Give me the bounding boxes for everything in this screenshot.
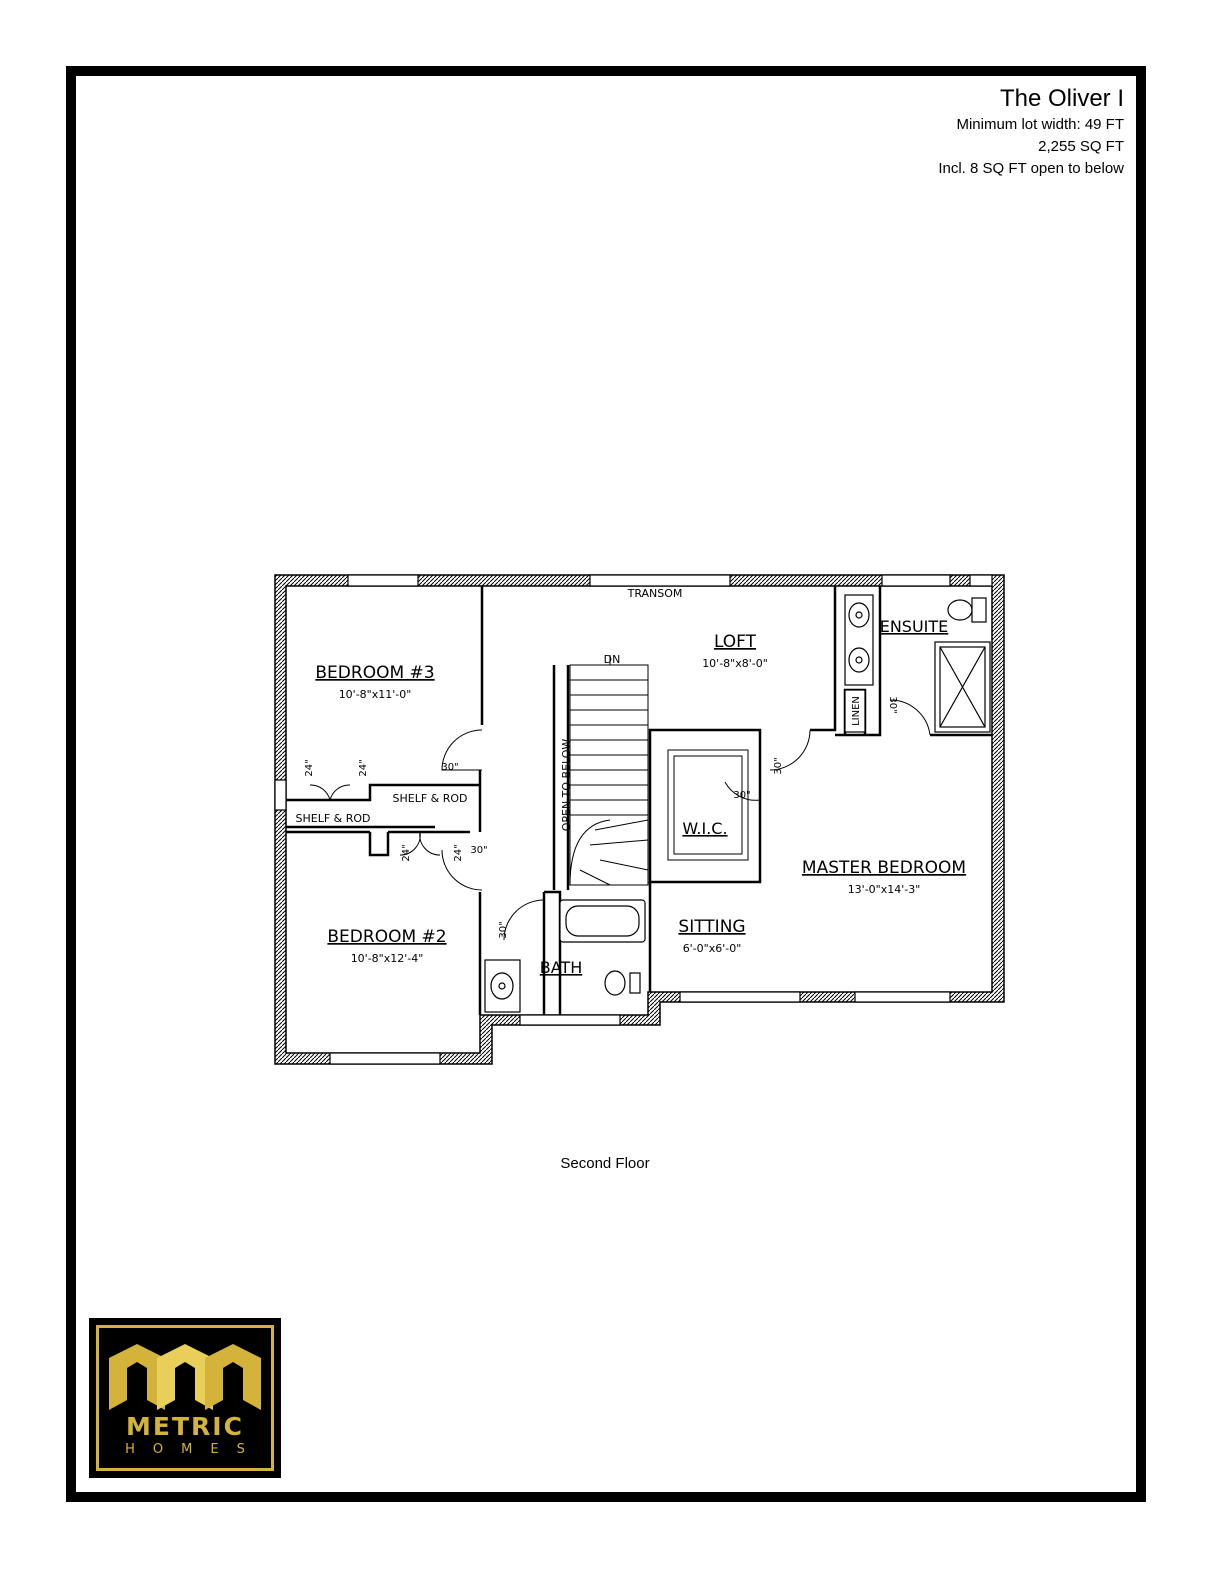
plan-header: The Oliver I Minimum lot width: 49 FT 2,… bbox=[938, 84, 1124, 180]
logo-mark-icon bbox=[109, 1344, 261, 1410]
open-to-below-note: Incl. 8 SQ FT open to below bbox=[938, 160, 1124, 177]
linen-closet bbox=[844, 689, 866, 733]
sitting-name: SITTING bbox=[678, 917, 745, 937]
logo-border bbox=[96, 1325, 274, 1471]
fixtures bbox=[484, 594, 991, 1013]
door-size-label: 30" bbox=[441, 762, 458, 773]
interior-walls bbox=[286, 586, 992, 1015]
lot-width: Minimum lot width: 49 FT bbox=[956, 116, 1124, 133]
bedroom3-name: BEDROOM #3 bbox=[315, 663, 434, 683]
floor-caption: Second Floor bbox=[560, 1155, 650, 1172]
door-size-label: 30" bbox=[887, 696, 898, 713]
shelf-rod-label-2: SHELF & ROD bbox=[295, 812, 370, 825]
bedroom2-size: 10'-8"x12'-4" bbox=[351, 952, 424, 965]
loft-size: 10'-8"x8'-0" bbox=[702, 657, 768, 670]
sitting-size: 6'-0"x6'-0" bbox=[683, 942, 742, 955]
door-size-label: 24" bbox=[453, 844, 464, 861]
door-size-label: 30" bbox=[498, 921, 509, 938]
transom-label: TRANSOM bbox=[627, 587, 683, 600]
bath-toilet bbox=[604, 970, 626, 996]
master-size: 13'-0"x14'-3" bbox=[848, 883, 921, 896]
dn-label: DN bbox=[604, 653, 621, 666]
door-size-label: 30" bbox=[773, 757, 784, 774]
loft-name: LOFT bbox=[714, 632, 757, 652]
logo-word-homes: HOMES bbox=[125, 1442, 263, 1457]
wic-name: W.I.C. bbox=[682, 819, 727, 838]
plan-labels: TRANSOM DN OPEN TO BELOW BEDROOM #3 10'-… bbox=[295, 587, 966, 977]
page-border bbox=[66, 66, 1146, 1502]
master-name: MASTER BEDROOM bbox=[802, 858, 966, 878]
door-swings bbox=[309, 699, 931, 941]
door-size-label: 30" bbox=[733, 790, 750, 801]
door-size-label: 24" bbox=[304, 759, 315, 776]
open-to-below-label: OPEN TO BELOW bbox=[560, 739, 573, 832]
bedroom2-name: BEDROOM #2 bbox=[327, 927, 446, 947]
linen-label: LINEN bbox=[851, 696, 862, 726]
bath-name: BATH bbox=[540, 958, 582, 977]
plan-title: The Oliver I bbox=[999, 85, 1124, 112]
bedroom3-size: 10'-8"x11'-0" bbox=[339, 688, 412, 701]
door-size-label: 24" bbox=[401, 844, 412, 861]
shelf-rod-label-1: SHELF & ROD bbox=[392, 792, 467, 805]
door-size-label: 30" bbox=[470, 845, 487, 856]
metric-homes-logo: METRIC HOMES bbox=[89, 1318, 281, 1478]
windows bbox=[274, 574, 993, 1065]
ensuite-name: ENSUITE bbox=[880, 617, 949, 636]
wic-shelving bbox=[667, 749, 749, 861]
logo-word-metric: METRIC bbox=[126, 1412, 244, 1441]
door-size-label: 24" bbox=[358, 759, 369, 776]
staircase bbox=[569, 655, 649, 886]
ensuite-toilet bbox=[947, 599, 973, 621]
square-footage: 2,255 SQ FT bbox=[1038, 138, 1124, 155]
floor-plan: TRANSOM DN OPEN TO BELOW BEDROOM #3 10'-… bbox=[274, 574, 1005, 1065]
